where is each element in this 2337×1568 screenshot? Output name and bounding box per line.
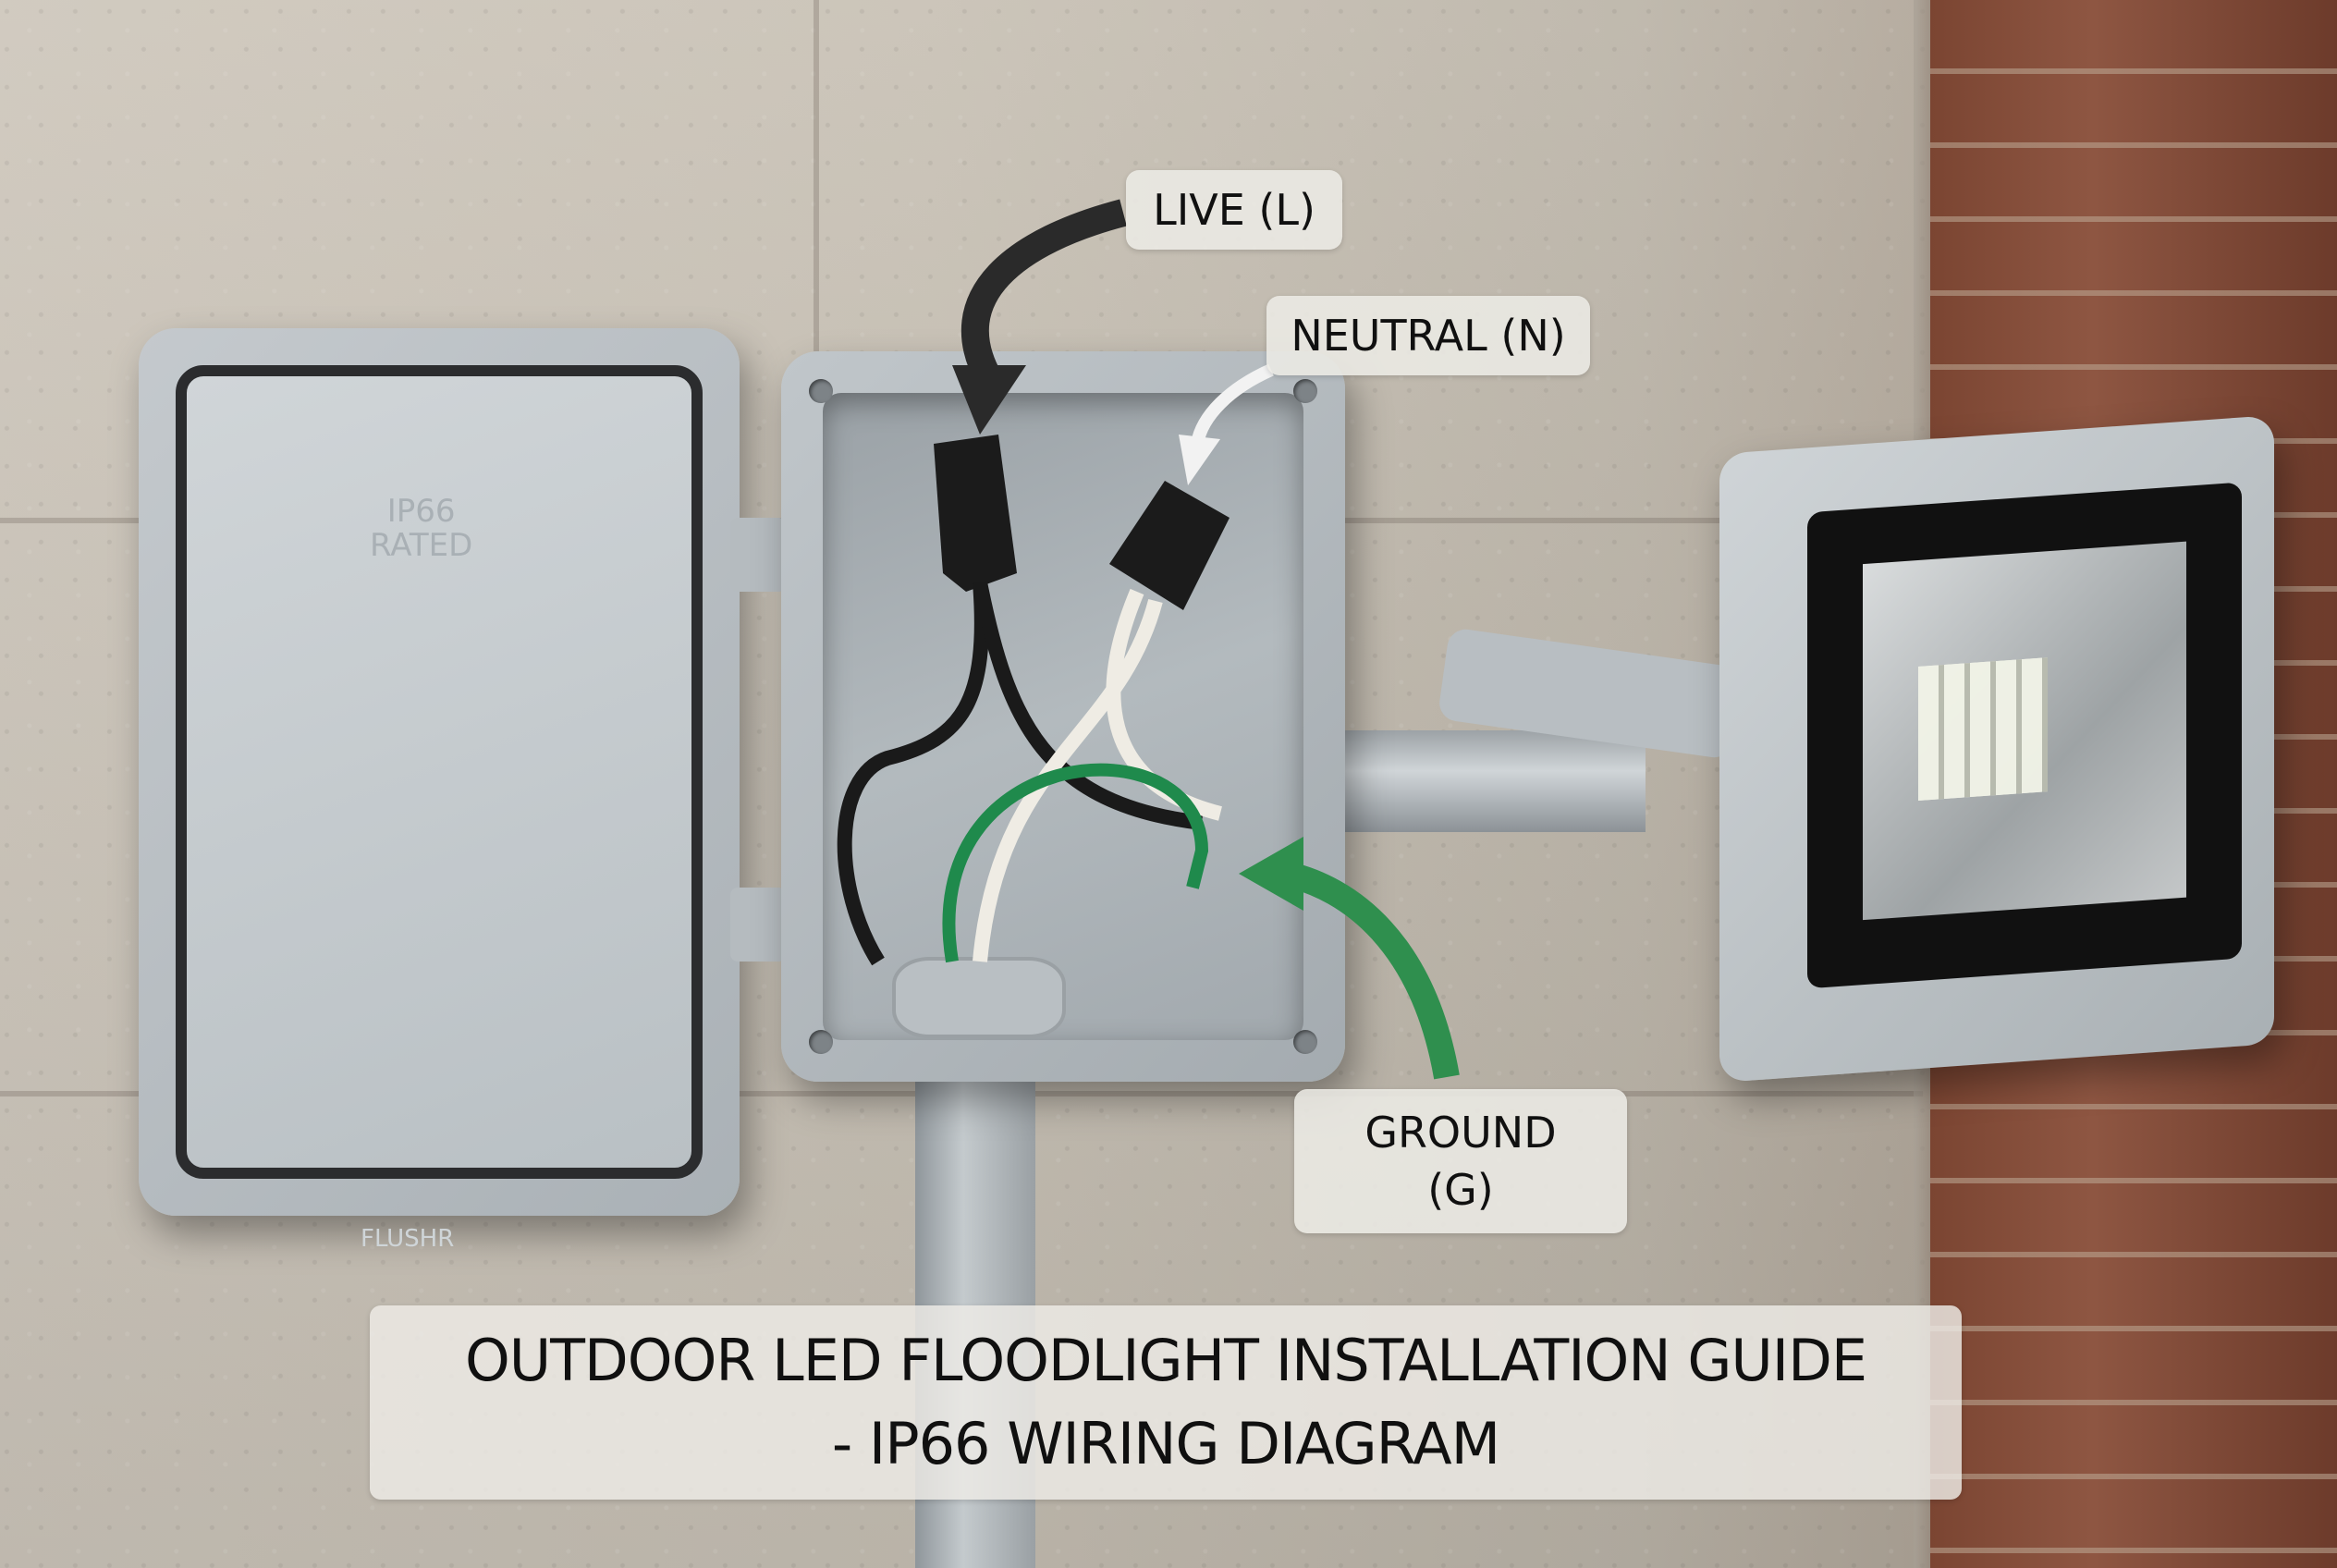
title-line2: - IP66 WIRING DIAGRAM	[831, 1410, 1500, 1477]
hinge	[730, 888, 786, 962]
stone-joint	[814, 0, 819, 351]
lid-text-line2: RATED	[370, 527, 473, 565]
led-floodlight	[1719, 415, 2274, 1083]
callout-ground-line1: GROUND	[1364, 1107, 1557, 1158]
title-line1: OUTDOOR LED FLOODLIGHT INSTALLATION GUID…	[464, 1327, 1867, 1395]
screw-icon	[809, 379, 833, 403]
conduit-horizontal	[1313, 730, 1646, 832]
enclosure-lid: IP66 RATED FLUSHR	[139, 328, 740, 1253]
junction-box	[781, 351, 1345, 1082]
lid-gasket	[176, 365, 703, 1179]
floodlight-bezel	[1807, 482, 2242, 989]
screw-icon	[1293, 1030, 1317, 1054]
callout-ground: GROUND (G)	[1294, 1089, 1627, 1233]
callout-neutral-text: NEUTRAL (N)	[1291, 311, 1566, 361]
lid-embossed-text-bottom: FLUSHR	[361, 1225, 455, 1253]
junction-box-cavity	[823, 393, 1303, 1040]
led-chip-array	[1918, 657, 2048, 801]
screw-icon	[809, 1030, 833, 1054]
hinge	[730, 518, 786, 592]
lid-embossed-text: IP66 RATED	[370, 493, 473, 565]
callout-live: LIVE (L)	[1126, 170, 1342, 250]
lid-text-line1: IP66	[386, 493, 456, 530]
title-banner: OUTDOOR LED FLOODLIGHT INSTALLATION GUID…	[370, 1305, 1962, 1500]
screw-icon	[1293, 379, 1317, 403]
callout-live-text: LIVE (L)	[1153, 185, 1315, 235]
floodlight-reflector	[1863, 541, 2186, 921]
callout-neutral: NEUTRAL (N)	[1266, 296, 1590, 375]
callout-ground-line2: (G)	[1427, 1165, 1494, 1215]
cable-gland	[892, 957, 1066, 1038]
